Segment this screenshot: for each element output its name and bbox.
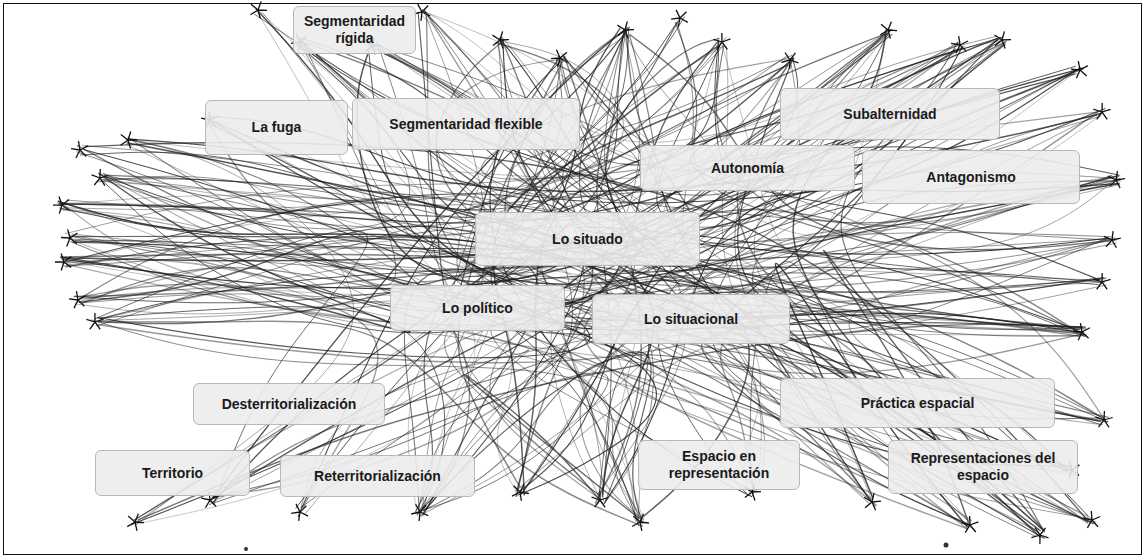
thread: [738, 58, 1067, 470]
thread: [605, 31, 1085, 336]
thread: [419, 352, 651, 523]
thread-knot: [592, 491, 609, 507]
thread-knot: [121, 132, 137, 149]
concept-label: Práctica espacial: [861, 395, 975, 412]
thread: [66, 237, 649, 505]
thread-knot: [1071, 61, 1088, 78]
thread-knot: [617, 21, 634, 38]
concept-label: Espacio en representación: [647, 448, 791, 482]
thread-knot: [55, 254, 71, 271]
thread-knot: [69, 291, 86, 308]
thread: [465, 375, 640, 519]
thread: [85, 142, 1088, 521]
thread: [779, 322, 1094, 530]
thread: [210, 121, 644, 520]
thread: [702, 338, 1101, 525]
thread-knot: [71, 141, 88, 158]
thread-knot: [1073, 323, 1090, 340]
thread-knot: [951, 36, 968, 53]
concept-box: Subalternidad: [780, 88, 1000, 140]
concept-box: Práctica espacial: [780, 378, 1055, 428]
concept-box: Segmentaridad flexible: [352, 98, 580, 150]
thread: [212, 59, 635, 497]
thread-knot: [781, 53, 798, 70]
concept-box: Lo situacional: [592, 294, 790, 344]
thread-knot: [86, 313, 103, 329]
thread-knot: [713, 33, 730, 49]
concept-box: Desterritorialización: [193, 383, 385, 425]
concept-label: Lo situacional: [644, 311, 738, 328]
thread: [57, 201, 1080, 336]
thread: [517, 68, 1080, 494]
thread-knot: [632, 514, 649, 531]
thread-knot: [291, 504, 308, 521]
thread-knot: [551, 50, 568, 67]
concept-label: Reterritorialización: [314, 468, 441, 485]
thread: [103, 173, 1074, 474]
concept-label: Segmentaridad rígida: [302, 13, 407, 47]
thread-knot: [1083, 511, 1100, 528]
concept-box: Lo político: [390, 285, 565, 331]
thread-knot: [411, 504, 428, 521]
thread-knot: [671, 10, 688, 27]
concept-box: La fuga: [205, 100, 348, 155]
dot: [944, 543, 949, 548]
concept-box: Antagonismo: [862, 150, 1080, 204]
thread-strands: [53, 2, 1125, 544]
thread-knot: [1093, 103, 1110, 119]
thread: [63, 209, 972, 528]
thread-knot: [512, 484, 529, 501]
thread-knot: [1093, 273, 1110, 289]
concept-box: Segmentaridad rígida: [293, 6, 416, 54]
thread-knot: [1031, 528, 1048, 545]
concept-label: La fuga: [252, 119, 302, 136]
thread: [417, 355, 1099, 514]
thread-knot: [1108, 171, 1125, 188]
thread: [427, 15, 1104, 317]
thread: [301, 282, 1105, 508]
thread-knot: [61, 229, 78, 246]
thread-knot: [250, 2, 267, 19]
thread-knot: [1104, 231, 1121, 248]
concept-box: Reterritorialización: [280, 455, 475, 497]
thread: [66, 35, 717, 265]
thread-knot: [864, 493, 881, 510]
thread: [551, 265, 1106, 495]
thread: [67, 265, 636, 522]
concept-box: Espacio en representación: [638, 440, 800, 490]
thread-knot: [1096, 411, 1113, 427]
concept-label: Lo situado: [552, 231, 623, 248]
thread: [299, 42, 1101, 274]
dot: [244, 547, 248, 551]
thread-knot: [961, 516, 978, 533]
thread: [298, 27, 630, 517]
thread-knot: [492, 31, 509, 48]
concept-label: Representaciones del espacio: [897, 450, 1069, 484]
concept-box: Autonomía: [640, 145, 855, 191]
thread-knot: [127, 514, 144, 531]
concept-label: Segmentaridad flexible: [389, 116, 542, 133]
thread-knot: [880, 22, 897, 39]
thread: [752, 176, 1117, 521]
concept-label: Lo político: [442, 300, 513, 317]
concept-label: Subalternidad: [843, 106, 936, 123]
thread-knot: [995, 31, 1012, 48]
thread-knot: [92, 169, 109, 186]
thread-knot: [53, 197, 69, 214]
concept-box: Territorio: [95, 450, 250, 496]
concept-box: Representaciones del espacio: [888, 440, 1078, 494]
concept-box: Lo situado: [475, 212, 700, 266]
concept-label: Territorio: [142, 465, 203, 482]
concept-label: Autonomía: [711, 160, 784, 177]
thread: [457, 29, 892, 284]
frame: [4, 4, 1142, 555]
concept-label: Desterritorialización: [222, 396, 357, 413]
thread: [133, 28, 624, 520]
concept-label: Antagonismo: [926, 169, 1015, 186]
thread: [444, 243, 1116, 496]
